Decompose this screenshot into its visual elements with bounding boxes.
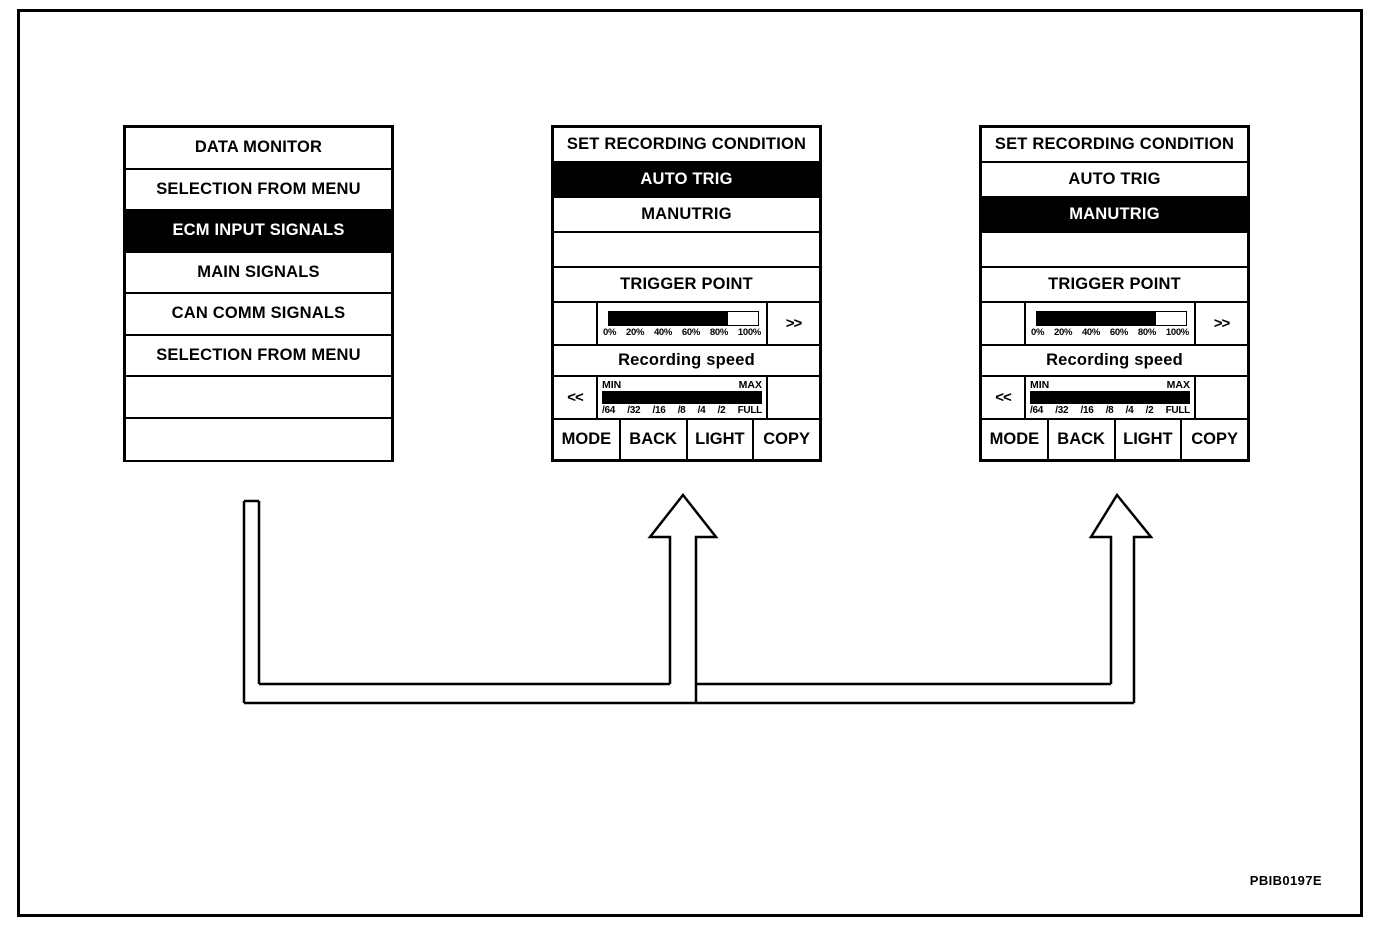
- scale-tick-5: /2: [717, 405, 726, 417]
- recording-speed-gauge[interactable]: MIN MAX /64/32/16/8/4/2 FULL: [1026, 377, 1194, 418]
- recording-speed-fill: [602, 391, 762, 405]
- recording-speed-scale: /64/32/16/8/4/2 FULL: [602, 405, 762, 416]
- menu-row-ecm-input-signals[interactable]: ECM INPUT SIGNALS: [126, 211, 391, 253]
- recording-speed-label: Recording speed: [982, 346, 1247, 377]
- prev-button[interactable]: <<: [982, 377, 1026, 418]
- scale-tick-1: /32: [627, 405, 641, 417]
- trigger-point-scale: 0% 20% 40% 60% 80% 100%: [1030, 327, 1190, 338]
- trigger-point-fill: [1037, 311, 1157, 325]
- speed-min-label: MIN: [602, 378, 622, 391]
- diagram-frame: DATA MONITOR SELECTION FROM MENU ECM INP…: [17, 9, 1363, 917]
- auto-trig-row[interactable]: AUTO TRIG: [982, 163, 1247, 198]
- trigger-point-left-spacer: [554, 303, 598, 344]
- softkey-copy-button[interactable]: COPY: [1191, 430, 1238, 448]
- scale-tick-2: 40%: [653, 326, 673, 338]
- scale-tick-6: FULL: [737, 405, 763, 417]
- menu-row-selection-1[interactable]: SELECTION FROM MENU: [126, 169, 391, 211]
- auto-trig-row[interactable]: AUTO TRIG: [554, 163, 819, 198]
- menu-row-title: DATA MONITOR: [126, 128, 391, 170]
- scale-tick-0: 0%: [1031, 326, 1045, 338]
- scale-tick-3: /8: [1105, 405, 1114, 417]
- prev-button[interactable]: <<: [554, 377, 598, 418]
- set-recording-condition-panel-manu: SET RECORDING CONDITION AUTO TRIG MANUTR…: [979, 125, 1250, 462]
- recording-speed-track[interactable]: [1030, 391, 1190, 405]
- scale-tick-4: /4: [1125, 405, 1134, 417]
- scale-tick-0: /64: [1030, 405, 1044, 417]
- recording-speed-row: << MIN MAX /64/32/16/8/4/2 FULL: [554, 377, 819, 420]
- recording-speed-scale: /64/32/16/8/4/2 FULL: [1030, 405, 1190, 416]
- trigger-point-fill: [609, 311, 729, 325]
- trigger-point-track[interactable]: [608, 310, 759, 326]
- softkey-copy-button[interactable]: COPY: [763, 430, 810, 448]
- trigger-point-row: 0% 20% 40% 60% 80% 100% >>: [982, 303, 1247, 346]
- manu-trig-row[interactable]: MANUTRIG: [554, 198, 819, 233]
- data-monitor-panel: DATA MONITOR SELECTION FROM MENU ECM INP…: [123, 125, 394, 462]
- scale-tick-3: 60%: [1109, 326, 1129, 338]
- scale-tick-3: /8: [677, 405, 686, 417]
- manu-trig-row[interactable]: MANUTRIG: [982, 198, 1247, 233]
- scale-tick-3: 60%: [681, 326, 701, 338]
- trigger-point-label: TRIGGER POINT: [554, 268, 819, 303]
- scale-tick-5: /2: [1145, 405, 1154, 417]
- recording-speed-row: << MIN MAX /64/32/16/8/4/2 FULL: [982, 377, 1247, 420]
- softkey-mode-button[interactable]: MODE: [982, 420, 1049, 459]
- menu-row-can-comm-signals[interactable]: CAN COMM SIGNALS: [126, 294, 391, 336]
- next-button[interactable]: >>: [766, 303, 819, 344]
- arrow-to-auto-trig-panel: [647, 492, 719, 684]
- recording-speed-gauge[interactable]: MIN MAX /64/32/16/8/4/2 FULL: [598, 377, 766, 418]
- softkey-back-button[interactable]: BACK: [621, 420, 688, 459]
- menu-row-empty-2[interactable]: [126, 418, 391, 460]
- softkey-mode-button[interactable]: MODE: [554, 420, 621, 459]
- scale-tick-4: 80%: [709, 326, 729, 338]
- scale-tick-0: 0%: [603, 326, 617, 338]
- recording-speed-endpoints: MIN MAX: [1030, 380, 1190, 391]
- recording-speed-right-spacer: [1194, 377, 1247, 418]
- arrow-to-manu-trig-panel: [1088, 492, 1154, 703]
- trigger-point-label: TRIGGER POINT: [982, 268, 1247, 303]
- recording-speed-endpoints: MIN MAX: [602, 380, 762, 391]
- speed-min-label: MIN: [1030, 378, 1050, 391]
- blank-row: [982, 233, 1247, 268]
- softkey-light-button[interactable]: LIGHT: [1116, 420, 1183, 459]
- scale-tick-1: /32: [1055, 405, 1069, 417]
- trigger-point-track[interactable]: [1036, 310, 1187, 326]
- scale-tick-4: 80%: [1137, 326, 1157, 338]
- softkey-back-button[interactable]: BACK: [1049, 420, 1116, 459]
- menu-row-selection-2[interactable]: SELECTION FROM MENU: [126, 335, 391, 377]
- panel-title: SET RECORDING CONDITION: [982, 128, 1247, 163]
- next-button[interactable]: >>: [1194, 303, 1247, 344]
- menu-row-main-signals[interactable]: MAIN SIGNALS: [126, 252, 391, 294]
- trigger-point-left-spacer: [982, 303, 1026, 344]
- trigger-point-row: 0% 20% 40% 60% 80% 100% >>: [554, 303, 819, 346]
- set-recording-condition-panel-auto: SET RECORDING CONDITION AUTO TRIG MANUTR…: [551, 125, 822, 462]
- recording-speed-track[interactable]: [602, 391, 762, 405]
- softkey-light-button[interactable]: LIGHT: [688, 420, 755, 459]
- scale-tick-5: 100%: [1165, 326, 1189, 338]
- scale-tick-4: /4: [697, 405, 706, 417]
- figure-id-label: PBIB0197E: [1249, 873, 1322, 888]
- scale-tick-2: /16: [652, 405, 666, 417]
- trigger-point-gauge[interactable]: 0% 20% 40% 60% 80% 100%: [598, 303, 766, 344]
- scale-tick-0: /64: [602, 405, 616, 417]
- scale-tick-6: FULL: [1165, 405, 1191, 417]
- scale-tick-1: 20%: [1053, 326, 1073, 338]
- blank-row: [554, 233, 819, 268]
- speed-max-label: MAX: [1166, 378, 1190, 391]
- speed-max-label: MAX: [738, 378, 762, 391]
- scale-tick-5: 100%: [737, 326, 761, 338]
- recording-speed-right-spacer: [766, 377, 819, 418]
- recording-speed-label: Recording speed: [554, 346, 819, 377]
- menu-row-empty-1[interactable]: [126, 377, 391, 419]
- scale-tick-1: 20%: [625, 326, 645, 338]
- panel-title: SET RECORDING CONDITION: [554, 128, 819, 163]
- scale-tick-2: /16: [1080, 405, 1094, 417]
- scale-tick-2: 40%: [1081, 326, 1101, 338]
- trigger-point-gauge[interactable]: 0% 20% 40% 60% 80% 100%: [1026, 303, 1194, 344]
- recording-speed-fill: [1030, 391, 1190, 405]
- trigger-point-scale: 0% 20% 40% 60% 80% 100%: [602, 327, 762, 338]
